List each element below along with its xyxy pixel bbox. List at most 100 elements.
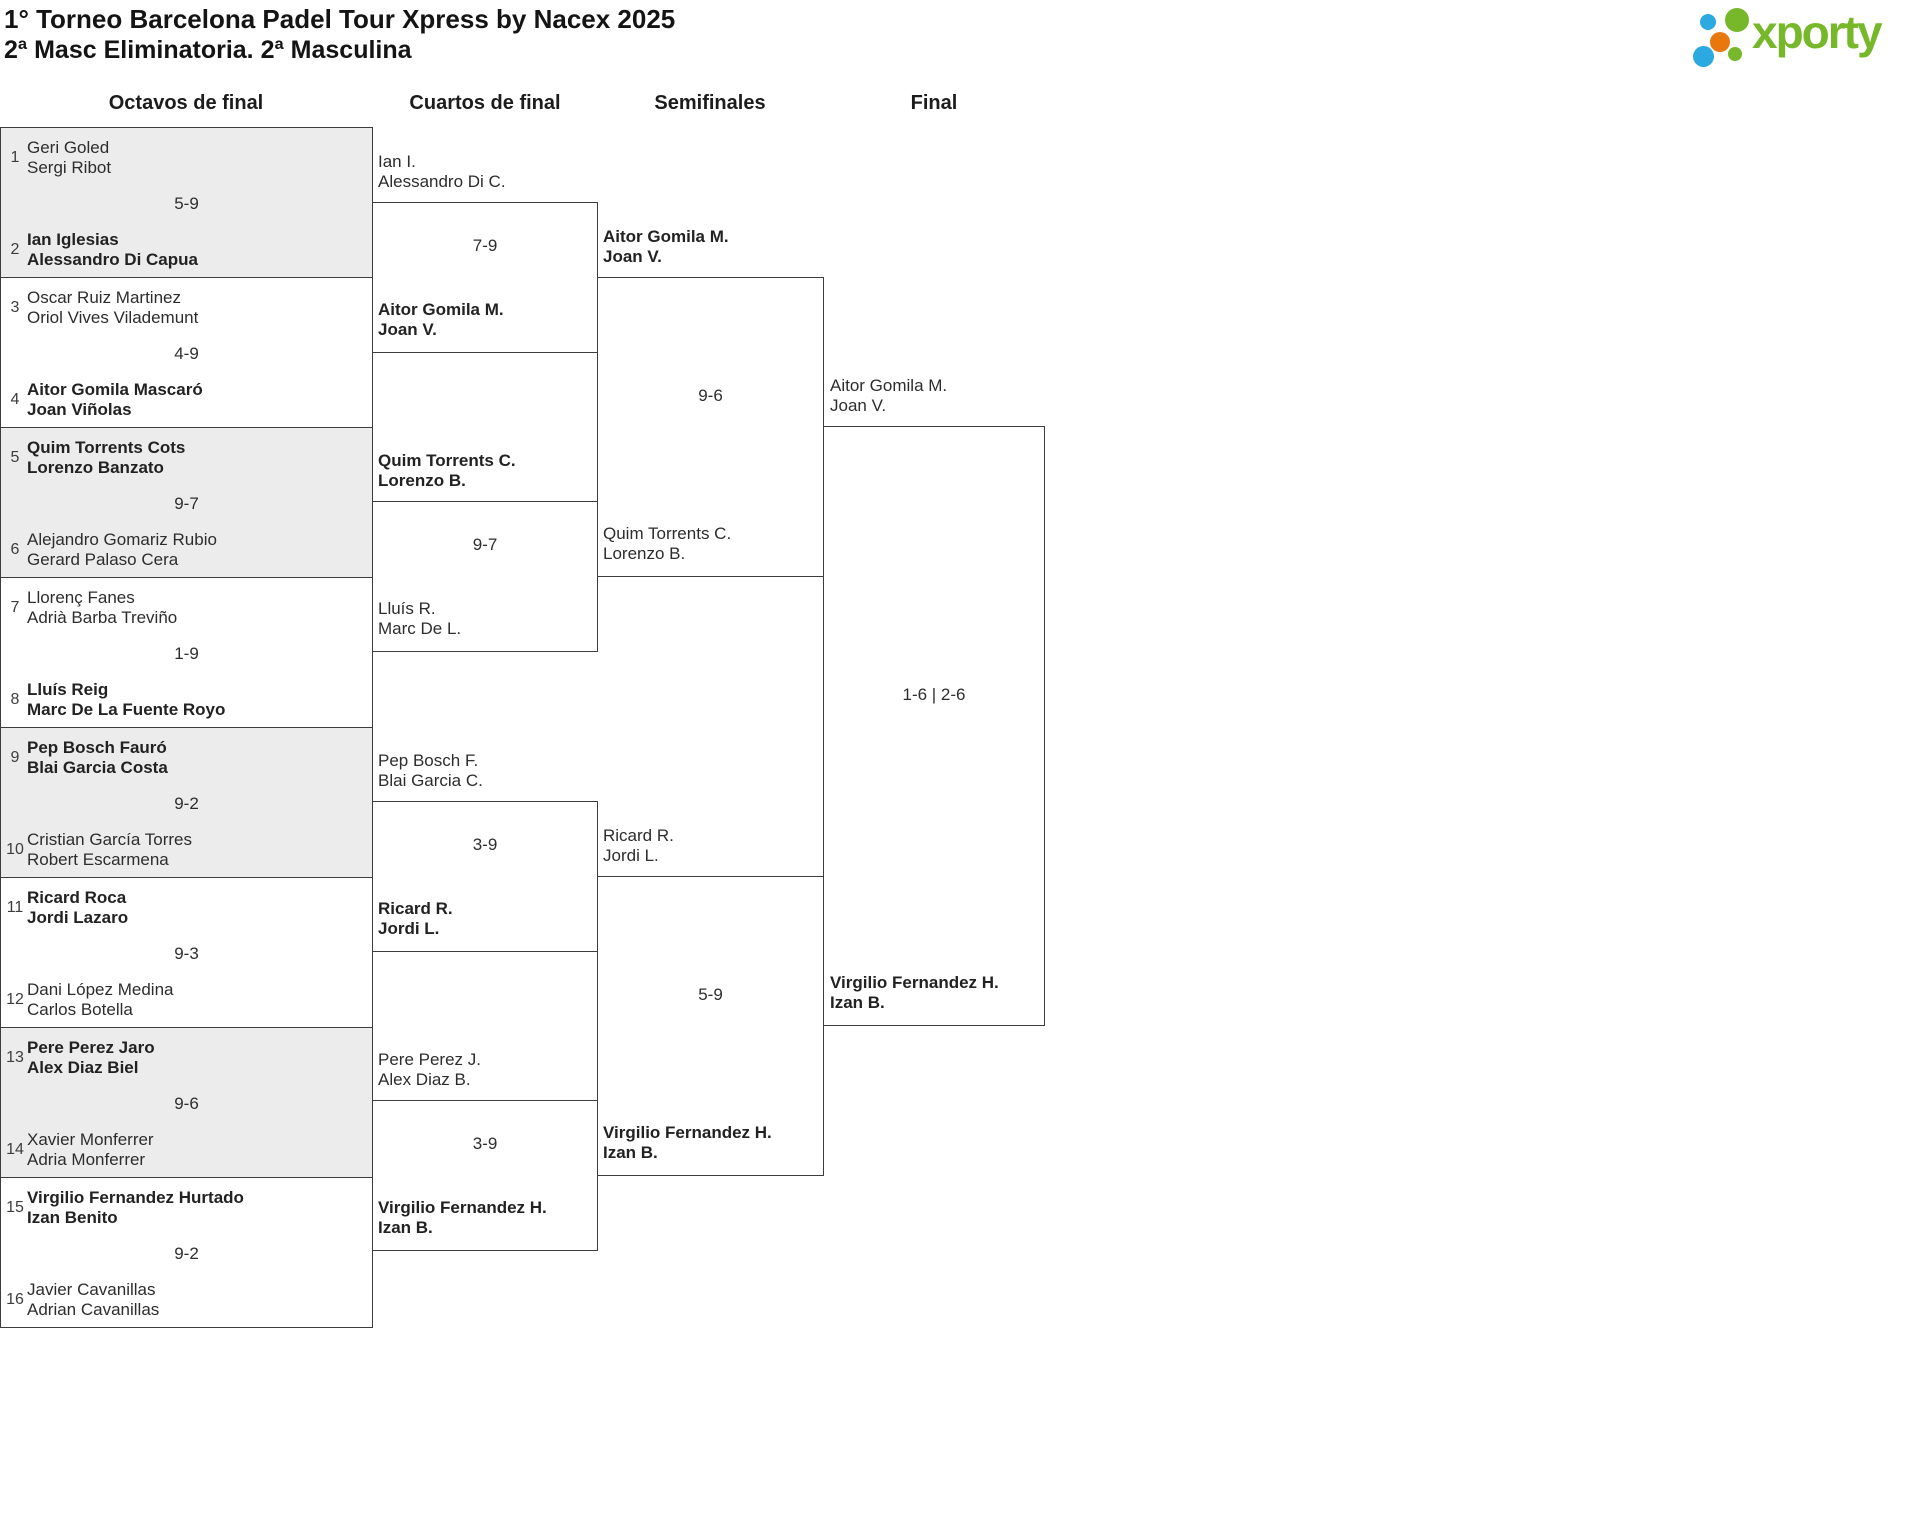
player-name: Aitor Gomila M. [830, 376, 948, 395]
player-name: Ricard Roca [27, 888, 127, 907]
round-header-final: Final [910, 92, 958, 114]
player-name: Alex Diaz B. [378, 1070, 471, 1089]
player-name: Ian Iglesias [27, 230, 119, 249]
player-name: Virgilio Fernandez H. [378, 1198, 547, 1217]
player-name: Gerard Palaso Cera [27, 550, 179, 569]
match-score: 9-7 [174, 494, 199, 513]
round-header-cuartos: Cuartos de final [409, 92, 561, 114]
match-score: 9-2 [174, 794, 199, 813]
player-name: Oscar Ruiz Martinez [27, 288, 181, 307]
match-box [0, 727, 373, 878]
team-label: Ricard R.Jordi L. [378, 899, 453, 939]
player-name: Pep Bosch Fauró [27, 738, 167, 757]
player-name: Lorenzo B. [603, 544, 686, 563]
match-box [372, 501, 598, 652]
match-box [0, 1027, 373, 1178]
player-name: Virgilio Fernandez Hurtado [27, 1188, 244, 1207]
match-box [0, 877, 373, 1028]
seed-number: 6 [10, 541, 20, 558]
team-label: Pere Perez J.Alex Diaz B. [378, 1050, 481, 1090]
player-name: Alessandro Di Capua [27, 250, 198, 269]
player-name: Quim Torrents C. [378, 451, 516, 470]
seed-number: 4 [10, 391, 20, 408]
seed-number: 10 [6, 841, 24, 858]
player-name: Pep Bosch F. [378, 751, 479, 770]
player-name: Cristian García Torres [27, 830, 193, 849]
team-label: Virgilio Fernandez H.Izan B. [378, 1198, 547, 1238]
match-score: 3-9 [472, 835, 498, 854]
player-name: Marc De L. [378, 619, 462, 638]
match-box [0, 1177, 373, 1328]
match-score: 7-9 [472, 236, 498, 255]
team-label: Pep Bosch F.Blai Garcia C. [378, 751, 483, 791]
xporty-logo[interactable]: xporty [1690, 4, 1918, 70]
player-name: Alex Diaz Biel [27, 1058, 139, 1077]
match-score: 1-9 [174, 644, 199, 663]
seed-number: 11 [6, 899, 24, 916]
seed-number: 12 [6, 991, 24, 1008]
team-label: Virgilio Fernandez H.Izan B. [830, 973, 999, 1013]
player-name: Jordi L. [378, 919, 440, 938]
match-score: 3-9 [472, 1134, 498, 1153]
player-name: Izan B. [830, 993, 885, 1012]
match-score: 9-2 [174, 1244, 199, 1263]
match-score: 9-6 [698, 386, 723, 405]
logo-dot-green-large-icon [1725, 8, 1749, 32]
match-box [597, 876, 824, 1176]
player-name: Ricard R. [603, 826, 674, 845]
player-name: Izan B. [378, 1218, 433, 1237]
match-box [597, 277, 824, 577]
logo-dot-blue-large-icon [1693, 46, 1714, 67]
player-name: Alejandro Gomariz Rubio [27, 530, 217, 549]
player-name: Izan B. [603, 1143, 658, 1162]
player-name: Lluís R. [378, 599, 436, 618]
player-name: Lorenzo Banzato [27, 458, 164, 477]
seed-number: 8 [10, 691, 20, 708]
team-label: Quim Torrents C.Lorenzo B. [603, 524, 731, 564]
team-label: Quim Torrents C.Lorenzo B. [378, 451, 516, 491]
player-name: Alessandro Di C. [378, 172, 506, 191]
player-name: Marc De La Fuente Royo [27, 700, 226, 719]
match-score: 1-6 | 2-6 [902, 685, 966, 704]
match-box [823, 426, 1045, 1026]
player-name: Adria Monferrer [27, 1150, 146, 1169]
player-name: Pere Perez Jaro [27, 1038, 155, 1057]
match-box [372, 1100, 598, 1251]
match-score: 4-9 [174, 344, 199, 363]
player-name: Carlos Botella [27, 1000, 133, 1019]
logo-dot-blue-small-icon [1700, 14, 1716, 30]
team-label: Virgilio Fernandez H.Izan B. [603, 1123, 772, 1163]
player-name: Joan Viñolas [27, 400, 132, 419]
match-box [372, 801, 598, 952]
player-name: Jordi L. [603, 846, 659, 865]
player-name: Blai Garcia Costa [27, 758, 168, 777]
player-name: Ricard R. [378, 899, 453, 918]
player-name: Quim Torrents C. [603, 524, 732, 543]
player-name: Pere Perez J. [378, 1050, 481, 1069]
team-label: Ricard R.Jordi L. [603, 826, 674, 866]
player-name: Joan V. [603, 247, 662, 266]
match-box [0, 577, 373, 728]
team-label: Lluís R.Marc De L. [378, 599, 461, 639]
match-score: 9-6 [174, 1094, 199, 1113]
seed-number: 5 [10, 449, 20, 466]
player-name: Adrian Cavanillas [27, 1300, 160, 1319]
team-label: Aitor Gomila M.Joan V. [830, 376, 947, 416]
player-name: Aitor Gomila M. [603, 227, 729, 246]
player-name: Izan Benito [27, 1208, 118, 1227]
player-name: Xavier Monferrer [27, 1130, 154, 1149]
match-score: 9-3 [174, 944, 199, 963]
seed-number: 15 [6, 1199, 24, 1216]
player-name: Aitor Gomila M. [378, 300, 504, 319]
seed-number: 14 [6, 1141, 24, 1158]
player-name: Lluís Reig [27, 680, 109, 699]
